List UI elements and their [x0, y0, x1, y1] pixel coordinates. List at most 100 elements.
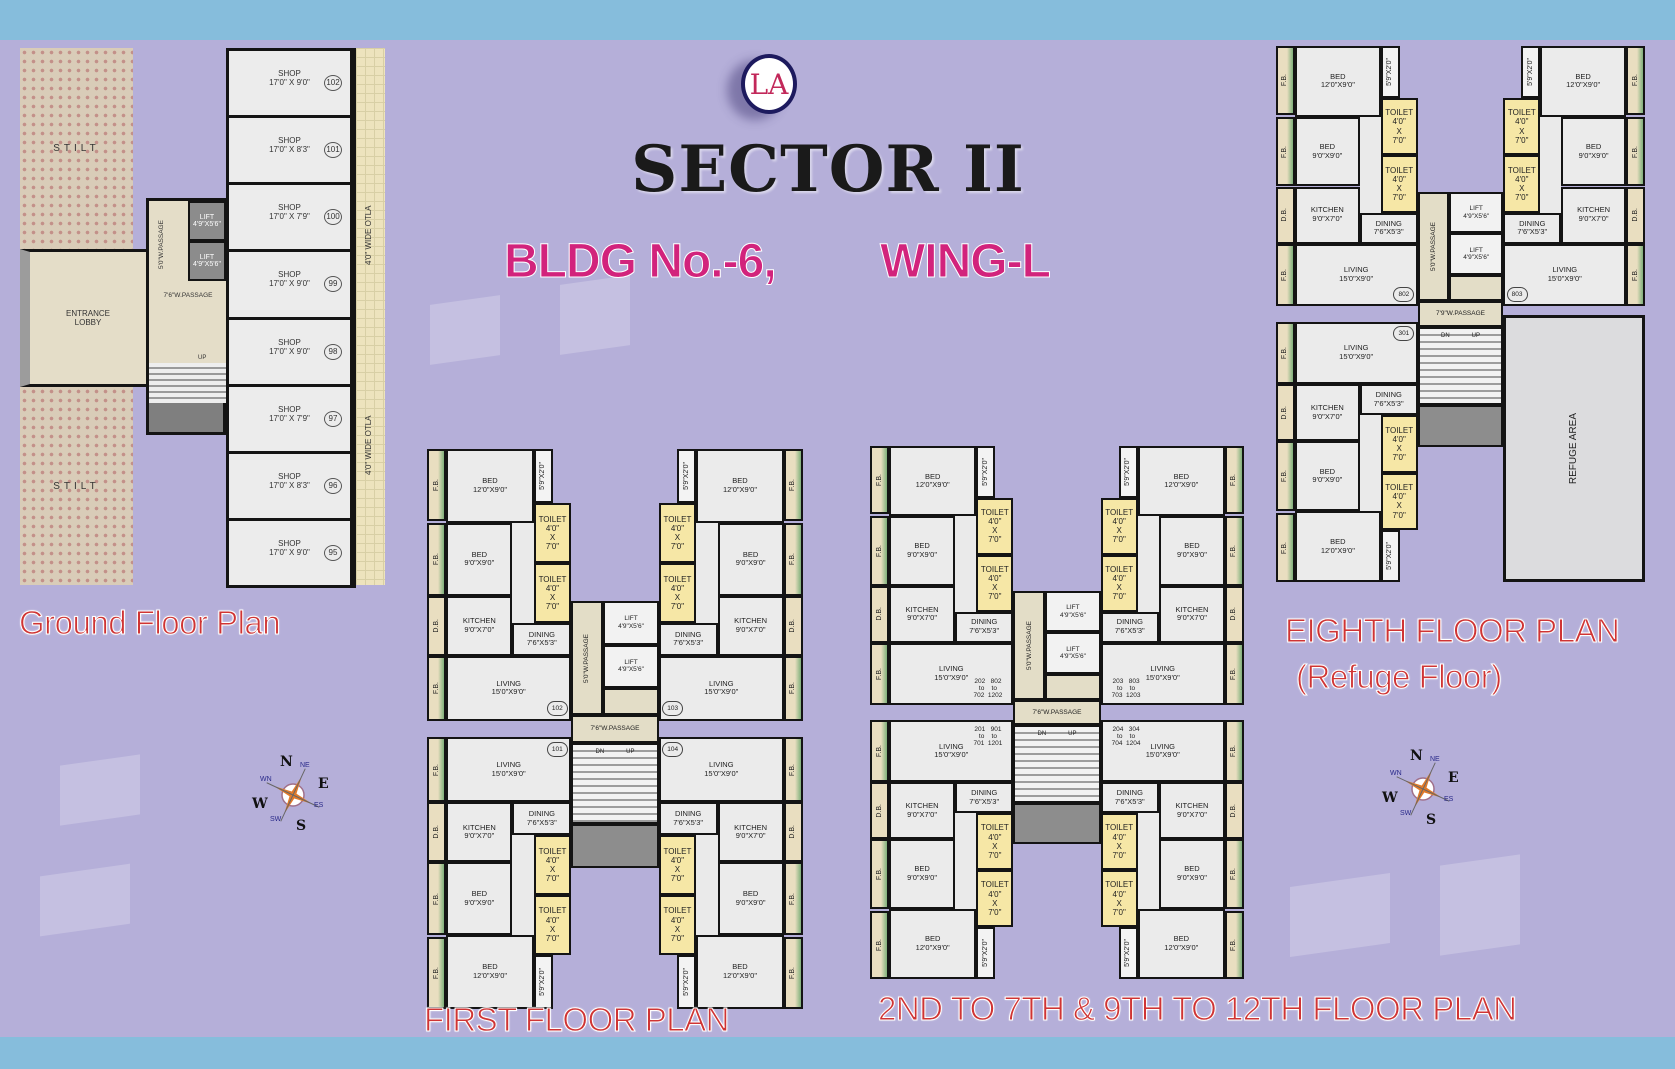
lift-label: LIFT	[1469, 205, 1483, 213]
bedroom-size: 9'0"X9'0"	[735, 897, 766, 907]
kitchen-size: 9'0"X7'0"	[907, 809, 937, 819]
staircase	[149, 363, 226, 403]
living-room-size: 15'0"X9'0"	[1145, 672, 1180, 682]
dry-balcony: D.B.	[783, 595, 803, 656]
lift-size: 4'9"X5'6"	[1463, 254, 1490, 262]
shop-size: 17'0" X 9'0"	[269, 279, 310, 289]
toilet-label: TOILET	[538, 574, 567, 584]
flower-bed-label: F.B.	[1281, 268, 1289, 281]
flower-bed: F.B.	[870, 720, 890, 783]
lift-label: LIFT	[624, 658, 638, 666]
kitchen-label: KITCHEN	[734, 616, 768, 626]
kitchen-label: KITCHEN	[1310, 403, 1344, 413]
living-room-label: LIVING	[1150, 664, 1176, 674]
dining-label: DINING	[675, 629, 702, 639]
kitchen-label: KITCHEN	[734, 822, 768, 832]
living-room-label: LIVING	[1552, 265, 1578, 275]
shop-label: SHOP	[278, 270, 301, 280]
lift-label: LIFT	[1469, 246, 1483, 254]
background-decoration	[1290, 872, 1390, 958]
toilet-label: TOILET	[1507, 165, 1536, 175]
toilet-label: TOILET	[980, 507, 1009, 517]
toilet-size: 4'0" X 7'0"	[1392, 434, 1406, 463]
dry-balcony-label: D.B.	[1230, 803, 1238, 818]
master-bedroom-size: 12'0"X9'0"	[915, 942, 950, 952]
flower-bed-label: F.B.	[875, 745, 883, 758]
flower-bed: F.B.	[1224, 516, 1244, 586]
hallway	[696, 835, 718, 944]
toilet-label: TOILET	[663, 574, 692, 584]
kitchen-label: KITCHEN	[905, 801, 939, 811]
dining-label: DINING	[971, 617, 998, 627]
flower-bed: F.B.	[1224, 720, 1244, 783]
toilet-label: TOILET	[663, 906, 692, 916]
unit-number-text: 803	[1511, 291, 1523, 299]
dry-balcony: D.B.	[1224, 585, 1244, 643]
stilt-bottom: STILT	[20, 387, 133, 585]
toilet-size: 4'0" X 7'0"	[545, 855, 560, 884]
flower-bed-label: F.B.	[1230, 938, 1238, 951]
shop-number: 101	[324, 142, 342, 159]
flower-bed: F.B.	[783, 522, 803, 596]
bedroom-label: BED	[471, 549, 488, 559]
dining-size: 7'6"X5'3"	[1373, 398, 1404, 408]
stilt-label: STILT	[53, 480, 100, 492]
flower-bed-label: F.B.	[1281, 145, 1289, 158]
dining-label: DINING	[675, 809, 702, 819]
shop-label: SHOP	[278, 471, 301, 481]
shop-size: 17'0" X 9'0"	[269, 547, 310, 557]
dry-balcony: D.B.	[427, 595, 447, 656]
passage-main: 7'6"W.PASSAGE	[571, 715, 659, 743]
master-bedroom-label: BED	[924, 471, 941, 481]
unit-number-text: 102	[551, 705, 563, 713]
wing-name: WING-L	[880, 235, 1052, 289]
dry-balcony: D.B.	[783, 802, 803, 863]
dining-size: 7'6"X5'3"	[969, 626, 1000, 636]
flower-bed-label: F.B.	[432, 553, 440, 566]
lobby	[603, 688, 659, 716]
bedroom-size: 9'0"X9'0"	[464, 558, 495, 568]
flower-bed: F.B.	[1224, 446, 1244, 515]
entrance-lobby-label: ENTRANCE LOBBY	[65, 309, 110, 327]
flower-bed-label: F.B.	[1631, 268, 1639, 281]
flower-bed: F.B.	[783, 862, 803, 936]
master-bedroom-label: BED	[1575, 71, 1591, 81]
flower-bed-label: F.B.	[432, 892, 440, 905]
dining-size: 7'6"X5'3"	[1517, 227, 1548, 237]
kitchen-label: KITCHEN	[1175, 801, 1209, 811]
dining-label: DINING	[971, 788, 998, 798]
living-room-size: 15'0"X9'0"	[491, 687, 526, 697]
flower-bed: F.B.	[783, 655, 803, 721]
unit-number-text: 702 1202	[973, 692, 1003, 700]
toilet-size: 4'0" X 7'0"	[1112, 832, 1126, 861]
living-room-size: 15'0"X9'0"	[934, 672, 969, 682]
toilet-size: 4'0" X 7'0"	[1112, 889, 1126, 917]
living-room-size: 15'0"X9'0"	[1547, 273, 1582, 283]
kitchen-label: KITCHEN	[1310, 205, 1344, 215]
flower-bed-label: F.B.	[1281, 346, 1289, 360]
toilet-label: TOILET	[1385, 425, 1414, 435]
dry-balcony-label: D.B.	[875, 607, 883, 621]
eighth-floor-label: EIGHTH FLOOR PLAN	[1284, 612, 1620, 650]
